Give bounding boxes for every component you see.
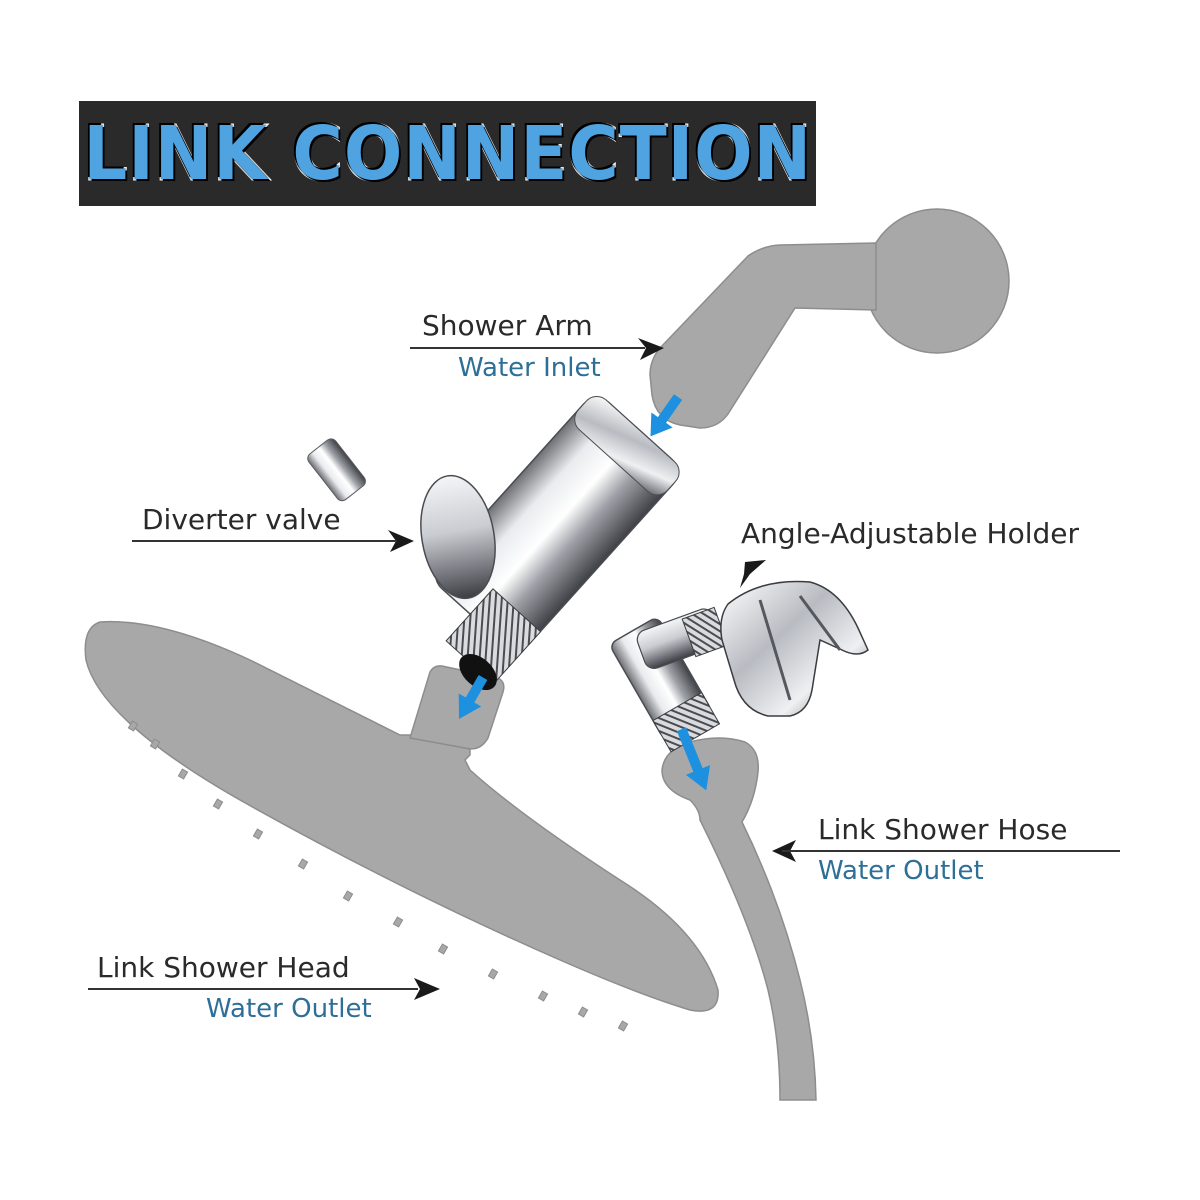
callout-shower-hose-label: Link Shower Hose — [818, 813, 1068, 846]
callout-shower-arm-line — [410, 347, 645, 349]
shower-arm — [649, 208, 1010, 429]
callout-shower-hose-line — [782, 850, 1120, 852]
flow-arrow-head-outlet — [458, 674, 488, 720]
callout-diverter-valve-line — [132, 540, 397, 542]
diverter-valve — [307, 395, 729, 753]
callout-shower-arm-sublabel: Water Inlet — [458, 353, 601, 383]
flow-arrow-inlet — [650, 394, 683, 437]
title-banner: LINK CONNECTION — [79, 101, 816, 206]
pointer-shower-head — [414, 978, 440, 1000]
callout-diverter-valve-label: Diverter valve — [142, 503, 341, 536]
callout-holder-label: Angle-Adjustable Holder — [741, 517, 1080, 550]
callout-shower-hose-sublabel: Water Outlet — [818, 856, 984, 886]
pointer-shower-arm — [638, 338, 664, 360]
callout-shower-head-label: Link Shower Head — [97, 951, 350, 984]
callout-shower-arm-label: Shower Arm — [422, 309, 593, 342]
page-title: LINK CONNECTION — [82, 110, 813, 197]
pointer-diverter-valve — [388, 530, 414, 552]
callout-shower-head-sublabel: Water Outlet — [206, 994, 372, 1024]
callout-shower-head-line — [88, 988, 418, 990]
pointer-holder — [740, 560, 766, 588]
handheld-holder — [720, 580, 869, 717]
flow-arrows — [458, 394, 711, 791]
shower-hose — [661, 737, 817, 1101]
flow-arrow-hose-outlet — [676, 727, 711, 791]
